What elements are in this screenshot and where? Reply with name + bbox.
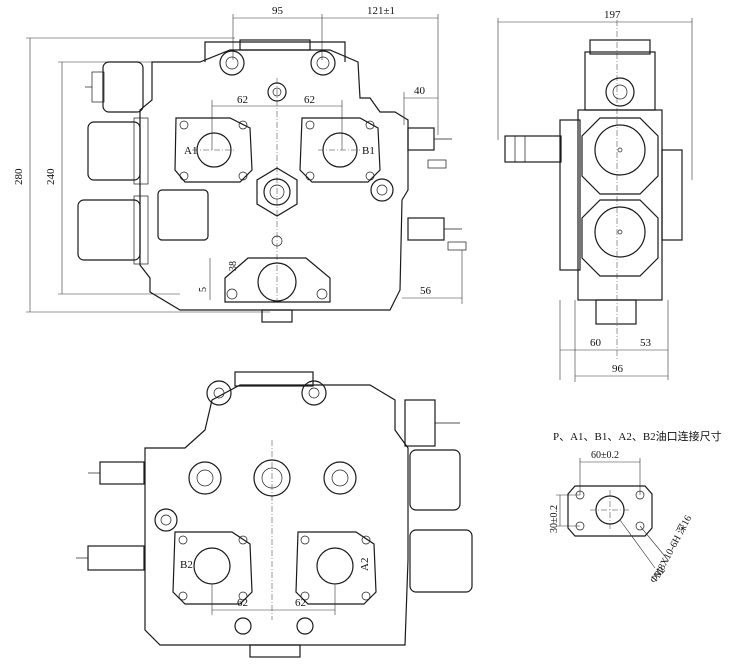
dim-280: 280 — [13, 168, 25, 185]
port-label-a1: A1 — [184, 145, 197, 157]
dim-240: 240 — [45, 168, 57, 185]
port-label-b2: B2 — [180, 559, 193, 571]
dim-62-c: 62 — [237, 597, 248, 609]
dim-62-b: 62 — [304, 94, 315, 106]
dim-40: 40 — [414, 85, 426, 97]
dim-96: 96 — [612, 363, 624, 375]
dim-53: 53 — [640, 337, 652, 349]
side-view: 197 60 53 96 — [497, 9, 693, 382]
dim-38: 38 — [228, 261, 239, 271]
front-view: 95 121±1 280 240 62 62 40 — [13, 5, 467, 323]
dim-62-d: 62 — [295, 597, 306, 609]
dim-5: 5 — [198, 287, 209, 292]
port-label-b1: B1 — [362, 145, 375, 157]
dim-95: 95 — [272, 5, 284, 17]
port-label-a2: A2 — [359, 558, 371, 571]
dim-62-a: 62 — [237, 94, 248, 106]
dim-197: 197 — [604, 9, 621, 21]
dim-56: 56 — [420, 285, 432, 297]
rear-view: B2 A2 62 62 — [76, 371, 473, 658]
dim-121: 121±1 — [367, 5, 395, 17]
flange-detail: P、A1、B1、A2、B2油口连接尺寸 60±0.2 30±0.2 M8X10-… — [549, 429, 722, 586]
flange-60: 60±0.2 — [591, 450, 619, 461]
flange-30: 30±0.2 — [549, 505, 560, 533]
dim-60: 60 — [590, 337, 602, 349]
flange-title: P、A1、B1、A2、B2油口连接尺寸 — [553, 429, 722, 443]
